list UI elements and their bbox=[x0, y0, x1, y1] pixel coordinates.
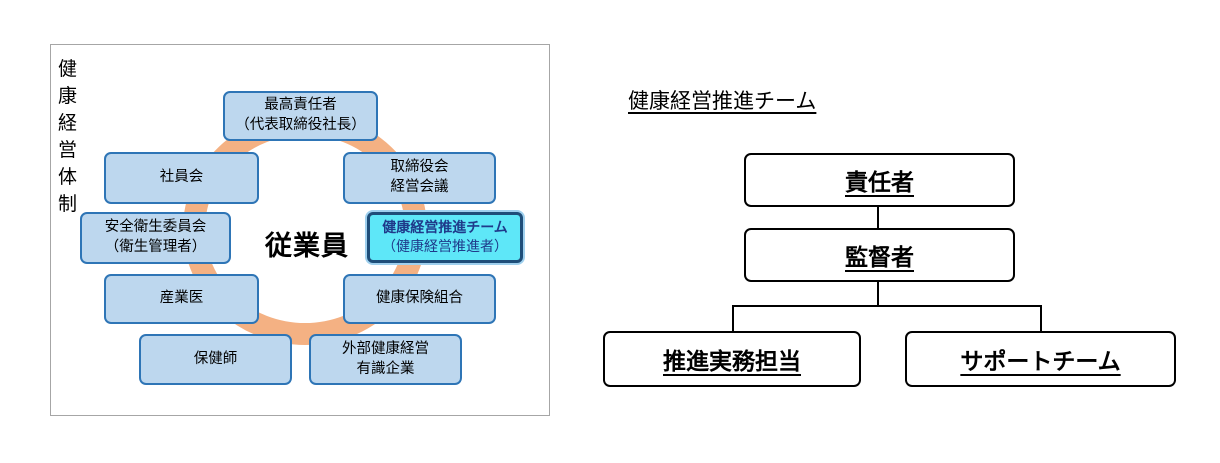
node-board-line2: 経営会議 bbox=[390, 179, 449, 195]
box-supervisor: 監督者 bbox=[744, 228, 1015, 282]
node-external-line2: 有識企業 bbox=[356, 360, 415, 377]
node-doctor: 産業医 bbox=[104, 274, 259, 324]
node-insurance: 健康保険組合 bbox=[343, 274, 496, 324]
node-safety-committee-line2: （衛生管理者） bbox=[104, 239, 207, 255]
node-external-line1: 外部健康経営 bbox=[342, 340, 429, 357]
box-practical-staff-label: 推進実務担当 bbox=[663, 349, 801, 375]
node-promotion-team: 健康経営推進チーム （健康経営推進者） bbox=[367, 212, 523, 263]
org-chart-title: 健康経営推進チーム bbox=[628, 89, 817, 113]
node-board: 取締役会 経営会議 bbox=[343, 152, 496, 204]
node-nurse-line1: 保健師 bbox=[193, 350, 238, 367]
box-responsible: 責任者 bbox=[744, 153, 1015, 207]
box-supervisor-label: 監督者 bbox=[845, 245, 914, 271]
connector-responsible-supervisor bbox=[877, 207, 879, 228]
node-nurse: 保健師 bbox=[139, 334, 292, 385]
node-promotion-team-line1: 健康経営推進チーム bbox=[382, 219, 508, 236]
connector-right-branch bbox=[1040, 305, 1042, 332]
connector-left-branch bbox=[732, 305, 734, 332]
node-ceo-line1: 最高責任者 bbox=[264, 97, 337, 114]
node-ceo: 最高責任者 （代表取締役社長） bbox=[223, 91, 378, 141]
node-doctor-line1: 産業医 bbox=[159, 290, 204, 307]
connector-supervisor-down bbox=[877, 282, 879, 306]
center-label-employees: 従業員 bbox=[265, 231, 349, 262]
box-support-team-label: サポートチーム bbox=[960, 349, 1121, 375]
node-external: 外部健康経営 有識企業 bbox=[309, 334, 462, 385]
node-promotion-team-line2: （健康経営推進者） bbox=[382, 238, 508, 255]
box-practical-staff: 推進実務担当 bbox=[603, 331, 861, 387]
node-employees-association: 社員会 bbox=[104, 152, 259, 204]
node-employees-association-line1: 社員会 bbox=[159, 169, 204, 186]
node-ceo-line2: （代表取締役社長） bbox=[235, 117, 366, 133]
panel-title: 健康経営体制 bbox=[58, 58, 78, 215]
box-responsible-label: 責任者 bbox=[845, 170, 914, 196]
box-support-team: サポートチーム bbox=[905, 331, 1176, 387]
connector-horizontal bbox=[732, 305, 1042, 307]
node-board-line1: 取締役会 bbox=[390, 159, 449, 176]
node-safety-committee: 安全衛生委員会 （衛生管理者） bbox=[80, 212, 231, 264]
node-safety-committee-line1: 安全衛生委員会 bbox=[104, 219, 207, 236]
node-insurance-line1: 健康保険組合 bbox=[376, 290, 463, 307]
